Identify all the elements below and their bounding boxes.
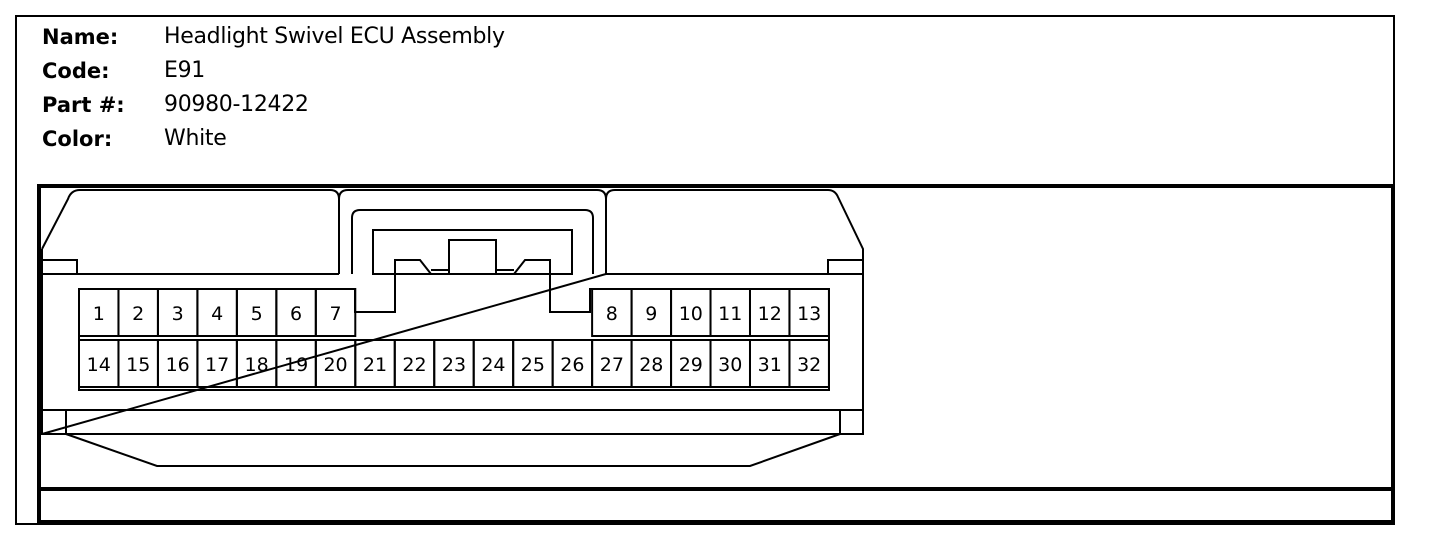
pin-label-25: 25 bbox=[521, 354, 545, 376]
pin-label-28: 28 bbox=[639, 354, 663, 376]
pin-label-2: 2 bbox=[132, 303, 144, 325]
pin-label-32: 32 bbox=[797, 354, 821, 376]
pin-label-12: 12 bbox=[758, 303, 782, 325]
name-row: Name: Headlight Swivel ECU Assembly bbox=[42, 22, 642, 52]
part-value: 90980-12422 bbox=[164, 92, 309, 117]
pin-label-22: 22 bbox=[402, 354, 426, 376]
connector-housing bbox=[41, 189, 864, 467]
pin-cell-7 bbox=[314, 288, 357, 337]
pin-label-29: 29 bbox=[679, 354, 703, 376]
pin-label-5: 5 bbox=[251, 303, 263, 325]
part-label: Part #: bbox=[42, 93, 125, 117]
code-value: E91 bbox=[164, 58, 205, 83]
pin-label-10: 10 bbox=[679, 303, 703, 325]
name-label: Name: bbox=[42, 25, 119, 49]
pin-label-16: 16 bbox=[166, 354, 190, 376]
pin-label-4: 4 bbox=[211, 303, 223, 325]
pin-label-7: 7 bbox=[330, 303, 342, 325]
name-value: Headlight Swivel ECU Assembly bbox=[164, 24, 505, 49]
color-value: White bbox=[164, 126, 227, 151]
pin-label-1: 1 bbox=[93, 303, 105, 325]
pin-label-11: 11 bbox=[718, 303, 742, 325]
code-row: Code: E91 bbox=[42, 56, 642, 86]
pin-label-17: 17 bbox=[205, 354, 229, 376]
color-row: Color: White bbox=[42, 124, 642, 154]
pin-label-27: 27 bbox=[600, 354, 624, 376]
pin-label-3: 3 bbox=[172, 303, 184, 325]
diagram-frame bbox=[37, 184, 1395, 524]
pin-label-26: 26 bbox=[560, 354, 584, 376]
pin-label-20: 20 bbox=[323, 354, 347, 376]
pin-label-23: 23 bbox=[442, 354, 466, 376]
pin-label-30: 30 bbox=[718, 354, 742, 376]
pin-label-31: 31 bbox=[758, 354, 782, 376]
pin-label-21: 21 bbox=[363, 354, 387, 376]
pin-label-14: 14 bbox=[87, 354, 111, 376]
code-label: Code: bbox=[42, 59, 110, 83]
pin-label-9: 9 bbox=[645, 303, 657, 325]
pin-cell-32 bbox=[788, 339, 830, 388]
pin-cell-13 bbox=[788, 288, 830, 337]
pin-label-13: 13 bbox=[797, 303, 821, 325]
pin-label-24: 24 bbox=[481, 354, 505, 376]
color-label: Color: bbox=[42, 127, 113, 151]
pin-label-18: 18 bbox=[245, 354, 269, 376]
pin-label-6: 6 bbox=[290, 303, 302, 325]
pin-label-15: 15 bbox=[126, 354, 150, 376]
pin-label-19: 19 bbox=[284, 354, 308, 376]
pin-label-8: 8 bbox=[606, 303, 618, 325]
part-row: Part #: 90980-12422 bbox=[42, 90, 642, 120]
